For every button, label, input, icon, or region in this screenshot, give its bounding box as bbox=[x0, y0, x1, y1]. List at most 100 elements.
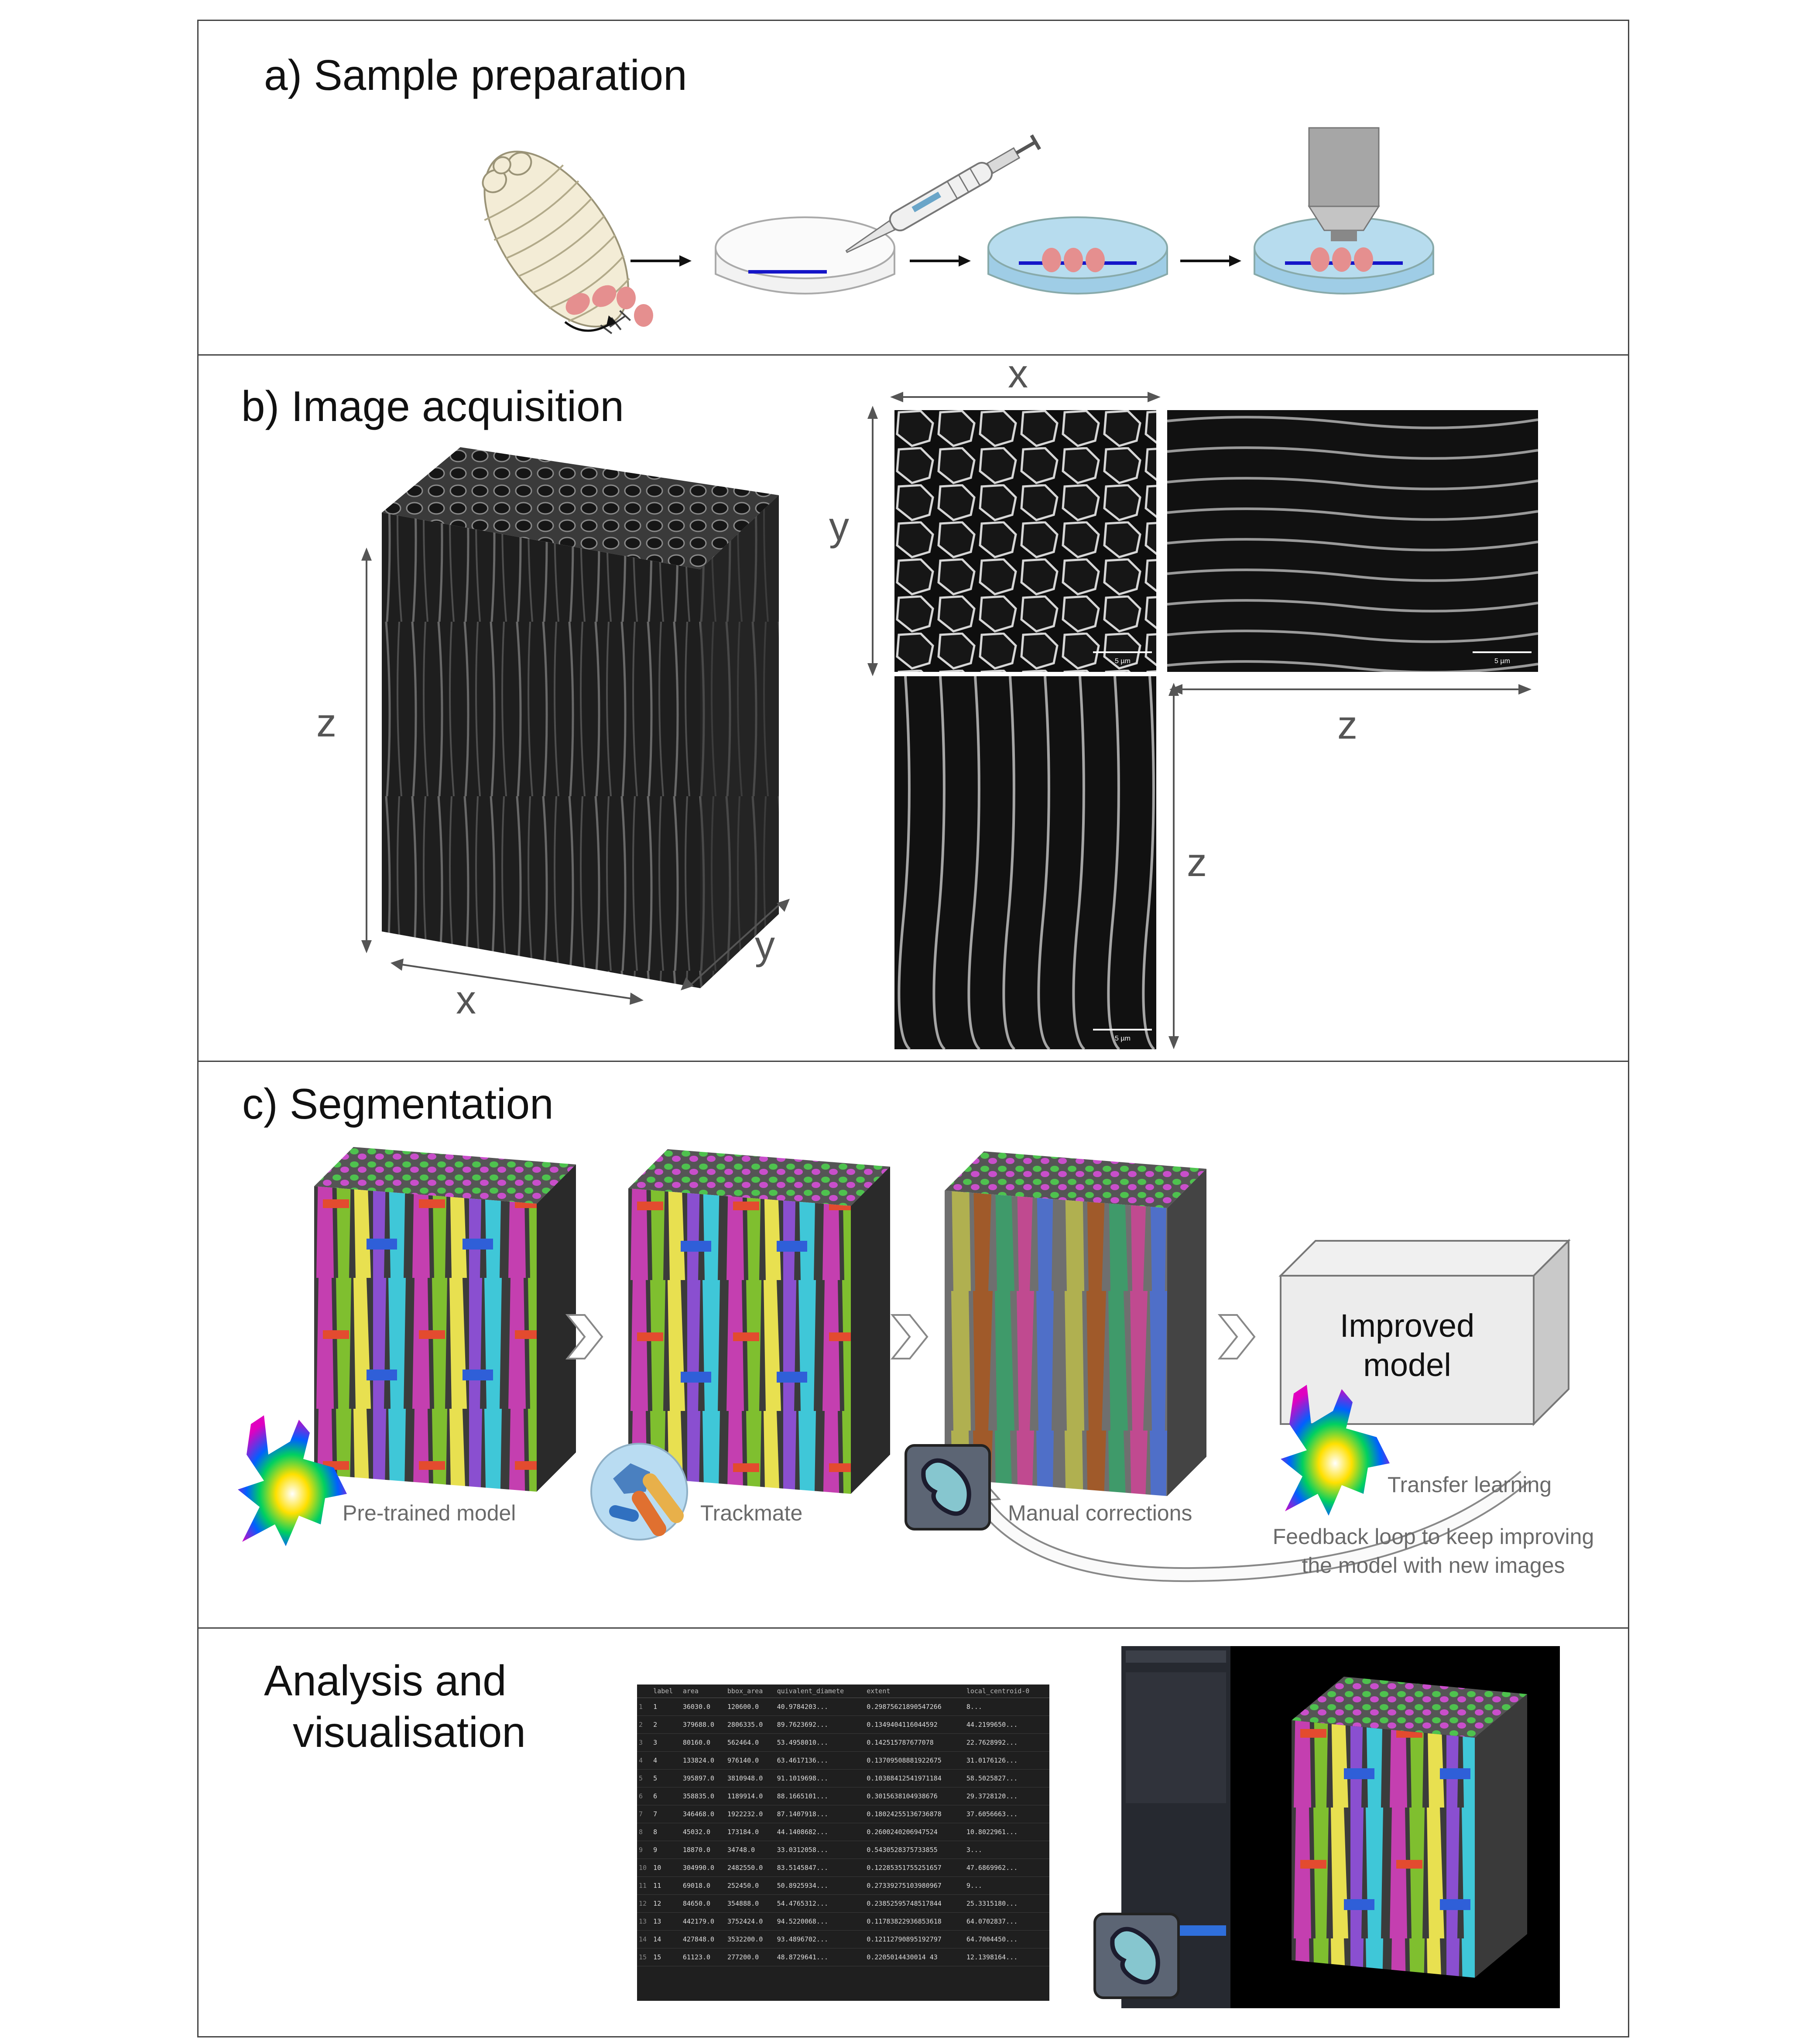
arrow-1 bbox=[630, 255, 692, 267]
table-cell: 277200.0 bbox=[725, 1948, 775, 1966]
panel-image-acquisition: b) Image acquisition z x y bbox=[197, 352, 1629, 1062]
table-cell: 93.4896702... bbox=[775, 1930, 865, 1948]
table-header-cell[interactable]: area bbox=[681, 1685, 726, 1698]
panel-d-title-line2: visualisation bbox=[293, 1708, 526, 1756]
table-cell: 6 bbox=[651, 1787, 681, 1805]
napari-logo-icon bbox=[905, 1444, 991, 1530]
xz-scalebar-label: 5 µm bbox=[1115, 1035, 1131, 1042]
table-cell: 1 bbox=[637, 1698, 652, 1716]
table-cell: 2806335.0 bbox=[725, 1715, 775, 1734]
table-header-cell[interactable]: quivalent_diamete bbox=[775, 1685, 865, 1698]
table-cell: 94.5220068... bbox=[775, 1912, 865, 1931]
table-cell: 9 bbox=[651, 1841, 681, 1859]
table-header-cell[interactable]: label bbox=[651, 1685, 681, 1698]
table-cell: 12 bbox=[651, 1894, 681, 1913]
table-cell: 10 bbox=[637, 1859, 652, 1877]
table-header-cell[interactable] bbox=[637, 1685, 652, 1698]
table-cell: 1 bbox=[651, 1698, 681, 1716]
table-cell: 47.6869962... bbox=[964, 1859, 1049, 1877]
zy-slice-image: 5 µm bbox=[1167, 410, 1538, 672]
cube-z-axis bbox=[361, 548, 372, 953]
ortho-z-right-label: z bbox=[1337, 703, 1357, 747]
table-cell: 33.0312058... bbox=[775, 1841, 865, 1859]
table-cell: 0.13709508881922675 bbox=[865, 1751, 965, 1770]
panel-b-title: b) Image acquisition bbox=[241, 382, 624, 430]
panel-segmentation: c) Segmentation bbox=[197, 1061, 1629, 1629]
table-cell: 87.1407918... bbox=[775, 1805, 865, 1823]
cube-y-axis bbox=[681, 899, 790, 990]
caption-trackmate: Trackmate bbox=[700, 1501, 803, 1525]
table-cell: 0.142515787677078 bbox=[865, 1733, 965, 1752]
table-cell: 88.1665101... bbox=[775, 1787, 865, 1805]
table-cell: 3 bbox=[651, 1733, 681, 1752]
table-header-cell[interactable]: local_centroid-0 bbox=[964, 1685, 1049, 1698]
arrow-3 bbox=[1180, 255, 1241, 267]
table-cell: 3532200.0 bbox=[725, 1930, 775, 1948]
panel-d-title-line1: Analysis and bbox=[264, 1657, 507, 1705]
caption-feedback-line2: the model with new images bbox=[1302, 1553, 1565, 1578]
table-cell: 14 bbox=[651, 1930, 681, 1948]
table-cell: 15 bbox=[651, 1948, 681, 1966]
table-cell: 173184.0 bbox=[725, 1823, 775, 1841]
table-cell: 2482550.0 bbox=[725, 1859, 775, 1877]
table-cell: 44.1408682... bbox=[775, 1823, 865, 1841]
table-cell: 12.1398164... bbox=[964, 1948, 1049, 1966]
table-cell: 48.8729641... bbox=[775, 1948, 865, 1966]
table-cell: 50.8925934... bbox=[775, 1876, 865, 1895]
ortho-z-lower-label: z bbox=[1187, 840, 1207, 885]
table-cell: 3 bbox=[637, 1733, 652, 1752]
table-cell: 22.7628992... bbox=[964, 1733, 1049, 1752]
table-cell: 0.2205014430014 43 bbox=[865, 1948, 965, 1966]
caption-pretrained-model: Pre-trained model bbox=[343, 1501, 516, 1525]
table-cell: 346468.0 bbox=[681, 1805, 726, 1823]
improved-model-line1: Improved bbox=[1340, 1308, 1475, 1344]
table-cell: 0.18024255136736878 bbox=[865, 1805, 965, 1823]
viewer-toolbar[interactable] bbox=[1126, 1650, 1226, 1663]
table-cell: 34748.0 bbox=[725, 1841, 775, 1859]
xz-slice-image: 5 µm bbox=[894, 676, 1156, 1049]
improved-model-line2: model bbox=[1363, 1347, 1451, 1383]
table-cell: 3752424.0 bbox=[725, 1912, 775, 1931]
table-cell: 562464.0 bbox=[725, 1733, 775, 1752]
table-header-cell[interactable]: extent bbox=[865, 1685, 965, 1698]
table-cell: 45032.0 bbox=[681, 1823, 726, 1841]
table-cell: 69018.0 bbox=[681, 1876, 726, 1895]
table-cell: 252450.0 bbox=[725, 1876, 775, 1895]
table-cell: 0.11783822936853618 bbox=[865, 1912, 965, 1931]
table-cell: 133824.0 bbox=[681, 1751, 726, 1770]
viewer-controls-panel[interactable] bbox=[1126, 1672, 1226, 1803]
petri-dish-icon bbox=[715, 216, 895, 294]
panel-c-title: c) Segmentation bbox=[242, 1080, 554, 1128]
ortho-z-right-axis bbox=[1169, 684, 1532, 695]
caption-transfer-learning: Transfer learning bbox=[1388, 1472, 1552, 1497]
table-cell: 354888.0 bbox=[725, 1894, 775, 1913]
table-cell: 91.1019698... bbox=[775, 1769, 865, 1787]
table-cell: 36030.0 bbox=[681, 1698, 726, 1716]
cube-y-label: y bbox=[755, 923, 775, 968]
table-cell: 7 bbox=[637, 1805, 652, 1823]
table-header-cell[interactable]: bbox_area bbox=[725, 1685, 775, 1698]
table-cell: 10 bbox=[651, 1859, 681, 1877]
improved-model-label: Improved model bbox=[1281, 1306, 1534, 1385]
cellpose-logo-icon-2 bbox=[1281, 1385, 1390, 1516]
table-cell: 395897.0 bbox=[681, 1769, 726, 1787]
